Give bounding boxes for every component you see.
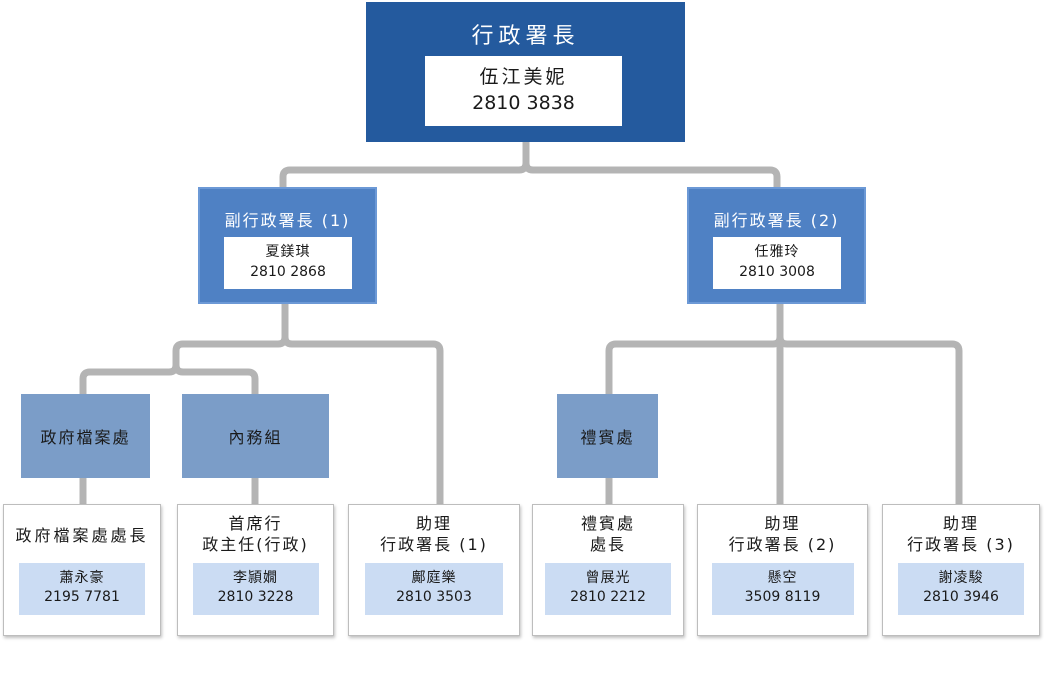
officer-title: 助理 行政署長 (2) [698,513,867,555]
officer-name: 蕭永豪 [59,570,105,586]
officer-phone: 2810 2212 [570,589,646,605]
unit-label: 內務組 [228,428,283,447]
officer-box-5: 助理 行政署長 (2) 懸空 3509 8119 [697,504,868,636]
officer-title-line1: 助理 [764,514,801,533]
officer-name: 懸空 [767,570,798,586]
officer-title-line2: 政主任(行政) [202,535,309,554]
connector-deputy1-archives [79,304,289,394]
officer-phone: 2810 3503 [396,589,472,605]
officer-phone: 2810 3228 [217,589,294,605]
officer-title-line2: 行政署長 (1) [380,535,488,554]
officer-title-line2: 處長 [589,535,626,554]
officer-title: 助理 行政署長 (1) [349,513,519,555]
connector-director-deputy2 [522,142,781,187]
director-phone: 2810 3838 [472,92,575,114]
director-title: 行政署長 [471,24,580,49]
connector-deputy2-protocol [605,304,784,394]
unit-box-internal: 內務組 [182,394,329,478]
deputy-contact: 任雅玲 2810 3008 [713,237,841,289]
connector-director-deputy1 [279,142,530,187]
officer-phone: 3509 8119 [744,589,821,605]
deputy-contact: 夏鎂琪 2810 2868 [224,237,352,289]
officer-title-line1: 政府檔案處處長 [15,526,149,545]
officer-title-line2: 行政署長 (2) [728,535,837,554]
connector-deputy2-assistant3 [776,336,963,504]
officer-title-line1: 助理 [942,514,979,533]
officer-box-4: 禮賓處 處長 曾展光 2810 2212 [532,504,684,636]
officer-contact: 李頴嫺 2810 3228 [192,563,319,615]
deputy-title: 副行政署長 (1) [224,211,351,230]
unit-label: 禮賓處 [580,428,635,447]
officer-title: 禮賓處 處長 [533,513,683,555]
officer-contact: 懸空 3509 8119 [711,563,854,615]
officer-title-line1: 首席行 [228,514,283,533]
deputy-phone: 2810 2868 [250,264,326,280]
officer-contact: 謝凌駿 2810 3946 [898,563,1024,615]
officer-name: 李頴嫺 [233,570,278,586]
officer-title-line2: 行政署長 (3) [907,535,1015,554]
officer-title-line1: 助理 [415,514,452,533]
connector-deputy1-internal [172,364,259,394]
unit-label: 政府檔案處 [40,428,131,447]
connector-deputy1-assistant1 [281,336,444,504]
deputy-box-2: 副行政署長 (2) 任雅玲 2810 3008 [687,187,866,304]
officer-phone: 2195 7781 [44,589,120,605]
officer-name: 謝凌駿 [938,570,984,586]
officer-title-line1: 禮賓處 [580,514,635,533]
officer-name: 鄺庭樂 [411,570,457,586]
officer-box-3: 助理 行政署長 (1) 鄺庭樂 2810 3503 [348,504,520,636]
officer-title: 首席行 政主任(行政) [178,513,333,555]
officer-contact: 鄺庭樂 2810 3503 [365,563,503,615]
officer-contact: 蕭永豪 2195 7781 [19,563,145,615]
deputy-name: 任雅玲 [754,244,800,260]
unit-box-protocol: 禮賓處 [557,394,658,478]
director-name: 伍江美妮 [479,66,568,88]
director-box: 行政署長 伍江美妮 2810 3838 [366,2,685,142]
deputy-box-1: 副行政署長 (1) 夏鎂琪 2810 2868 [198,187,377,304]
officer-contact: 曾展光 2810 2212 [545,563,671,615]
officer-phone: 2810 3946 [923,589,999,605]
officer-box-2: 首席行 政主任(行政) 李頴嫺 2810 3228 [177,504,334,636]
deputy-name: 夏鎂琪 [265,244,311,260]
officer-title: 助理 行政署長 (3) [883,513,1039,555]
officer-box-1: 政府檔案處處長 蕭永豪 2195 7781 [3,504,161,636]
officer-box-6: 助理 行政署長 (3) 謝凌駿 2810 3946 [882,504,1040,636]
unit-box-archives: 政府檔案處 [21,394,150,478]
officer-title: 政府檔案處處長 [4,525,160,546]
deputy-title: 副行政署長 (2) [713,211,840,230]
officer-name: 曾展光 [585,570,631,586]
deputy-phone: 2810 3008 [739,264,815,280]
director-contact: 伍江美妮 2810 3838 [425,56,622,126]
